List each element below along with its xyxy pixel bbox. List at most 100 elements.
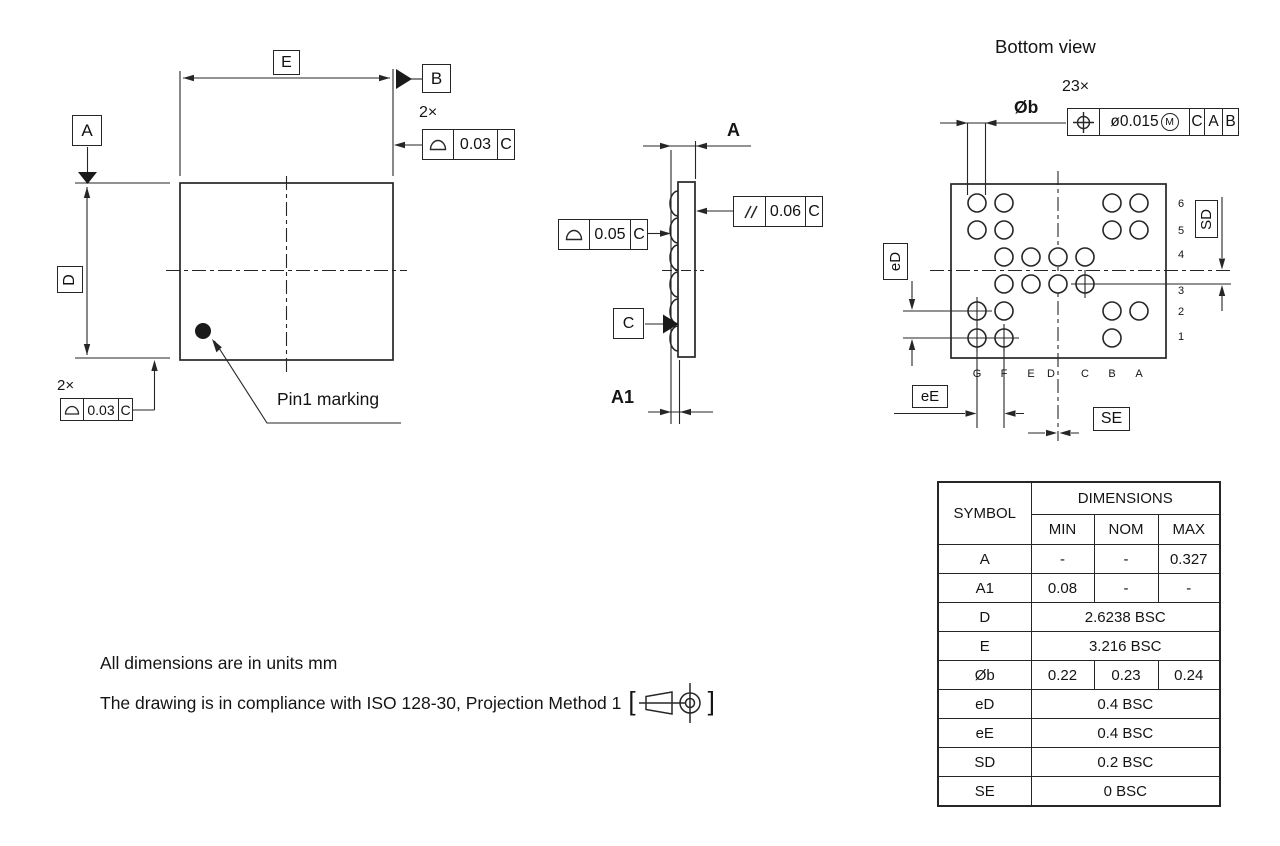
bracket-close: ] xyxy=(707,685,715,716)
solder-ball-B1 xyxy=(1102,328,1122,348)
table-cell: Øb xyxy=(937,660,1032,690)
solder-ball-F3 xyxy=(994,274,1014,294)
pitch-ed-label: eD xyxy=(887,251,904,272)
note-compliance: The drawing is in compliance with ISO 12… xyxy=(100,682,717,724)
solder-ball-E4 xyxy=(1021,247,1041,267)
column-label-A: A xyxy=(1135,368,1143,380)
ball-grid xyxy=(963,193,1149,352)
fcf-tolerance-value: 0.03 xyxy=(83,399,118,420)
table-cell: - xyxy=(1157,573,1221,603)
mmc-modifier-icon: M xyxy=(1160,113,1179,131)
arrowhead xyxy=(908,339,916,350)
column-label-G: G xyxy=(973,368,982,380)
arrowhead xyxy=(956,119,968,127)
table-cell: 3.216 BSC xyxy=(1030,631,1221,661)
dim-d-label: D xyxy=(61,273,78,286)
pin1-leader-arrowhead xyxy=(212,339,222,353)
table-cell: - xyxy=(1030,544,1095,574)
fcf-tolerance-value: ø0.015 xyxy=(1110,113,1159,130)
projection-method-icon xyxy=(638,682,706,724)
nom-header: NOM xyxy=(1093,513,1159,545)
arrowhead xyxy=(660,230,671,237)
solder-ball-B2 xyxy=(1102,301,1122,321)
max-header: MAX xyxy=(1157,513,1221,545)
solder-ball-D4 xyxy=(1048,247,1068,267)
arrowhead xyxy=(83,187,91,198)
solder-ball-F4 xyxy=(994,247,1014,267)
datum-a-box: A xyxy=(72,115,102,146)
table-cell: 0.23 xyxy=(1093,660,1159,690)
profile-of-surface-icon xyxy=(559,220,589,249)
ball-diameter-label: Øb xyxy=(1014,97,1039,117)
table-cell: 0.4 BSC xyxy=(1030,689,1221,719)
datum-c-label: C xyxy=(622,314,635,332)
arrowhead xyxy=(680,408,691,416)
table-cell: 0.2 BSC xyxy=(1030,747,1221,777)
count-2x-bottom: 2× xyxy=(57,377,75,394)
table-cell: 2.6238 BSC xyxy=(1030,602,1221,632)
table-cell: 0 BSC xyxy=(1030,776,1221,807)
count-2x-top: 2× xyxy=(419,104,438,121)
column-label-B: B xyxy=(1108,368,1115,380)
arrowhead xyxy=(696,207,707,215)
dim-e-box: E xyxy=(273,50,300,75)
pin1-marking-dot xyxy=(195,323,211,339)
bottom-view-title: Bottom view xyxy=(995,36,1096,57)
solder-ball-G6 xyxy=(967,193,987,213)
arrowhead xyxy=(1059,429,1071,437)
profile-of-surface-icon xyxy=(61,399,83,420)
arrowhead xyxy=(183,74,194,82)
ext-line-ball-tangents xyxy=(966,123,987,195)
pitch-ee-box: eE xyxy=(912,385,948,408)
solder-ball-D3 xyxy=(1048,274,1068,294)
solder-ball-F2 xyxy=(994,301,1014,321)
arrowhead xyxy=(151,360,158,371)
symbol-header: SYMBOL xyxy=(937,481,1032,545)
solder-ball-F5 xyxy=(994,220,1014,240)
column-label-E: E xyxy=(1027,368,1034,380)
dim-a1-label: A1 xyxy=(611,387,635,407)
row-label-4: 4 xyxy=(1178,249,1184,261)
solder-ball-E3 xyxy=(1021,274,1041,294)
fcf-datum-1: C xyxy=(1189,109,1204,135)
ball-count-label: 23× xyxy=(1062,78,1090,95)
arrowhead xyxy=(394,141,405,149)
true-position-icon xyxy=(1068,109,1099,135)
fcf-profile-side: 0.05 C xyxy=(558,219,648,250)
table-cell: A1 xyxy=(937,573,1032,603)
side-view-ball-bumps xyxy=(669,190,679,352)
dimensions-header: DIMENSIONS xyxy=(1030,481,1221,515)
table-cell: - xyxy=(1093,544,1159,574)
datum-c-box: C xyxy=(613,308,644,339)
datum-c-triangle xyxy=(663,314,679,334)
datum-a-triangle xyxy=(78,172,97,184)
row-label-3: 3 xyxy=(1178,285,1184,297)
solder-ball-A2 xyxy=(1129,301,1149,321)
column-label-C: C xyxy=(1081,368,1089,380)
arrowhead xyxy=(965,410,977,417)
table-cell: 0.24 xyxy=(1157,660,1221,690)
arrowhead xyxy=(660,408,671,416)
pin1-leader-line xyxy=(214,340,401,424)
arrowhead xyxy=(660,142,671,150)
dim-a-label: A xyxy=(727,120,740,140)
table-cell: - xyxy=(1093,573,1159,603)
se-label: SE xyxy=(1100,410,1123,427)
solder-ball-A6 xyxy=(1129,193,1149,213)
fcf-tolerance-value: 0.05 xyxy=(589,220,630,249)
pitch-ed-box: eD xyxy=(883,243,908,280)
table-cell: SD xyxy=(937,747,1032,777)
sd-label: SD xyxy=(1198,208,1215,230)
table-cell: eD xyxy=(937,689,1032,719)
arrowhead xyxy=(908,299,916,310)
solder-ball-C4 xyxy=(1075,247,1095,267)
fcf-datum-ref: C xyxy=(497,130,514,159)
dim-d-box: D xyxy=(57,266,83,293)
table-cell: A xyxy=(937,544,1032,574)
sd-box: SD xyxy=(1195,200,1218,238)
